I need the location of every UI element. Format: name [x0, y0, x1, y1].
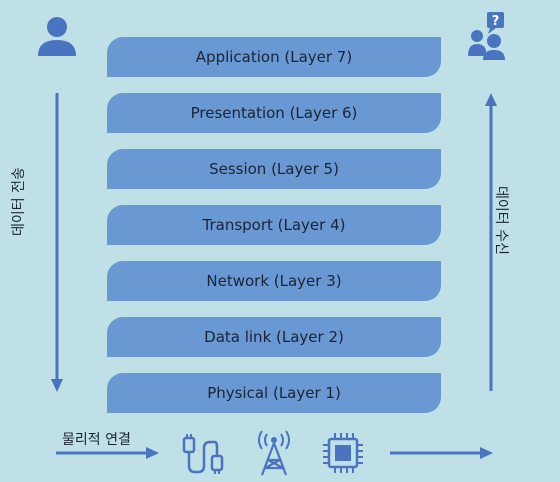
cable-icon — [182, 434, 224, 474]
layer-label: Network (Layer 3) — [206, 272, 342, 290]
layer-label: Transport (Layer 4) — [202, 216, 346, 234]
connection-arrow-right — [390, 447, 493, 459]
layer-label: Application (Layer 7) — [195, 48, 353, 66]
receive-up-arrow — [485, 93, 497, 391]
user-icon — [38, 17, 76, 56]
layer-physical: Physical (Layer 1) — [107, 373, 441, 413]
layer-application: Application (Layer 7) — [107, 37, 441, 77]
send-down-arrow — [51, 93, 63, 392]
receive-label: 데이터 수신 — [493, 186, 509, 255]
layer-presentation: Presentation (Layer 6) — [107, 93, 441, 133]
layer-transport: Transport (Layer 4) — [107, 205, 441, 245]
physical-connection-label: 물리적 연결 — [62, 432, 131, 448]
layer-data-link: Data link (Layer 2) — [107, 317, 441, 357]
layer-label: Physical (Layer 1) — [207, 384, 341, 402]
chip-icon — [323, 433, 363, 473]
send-label: 데이터 전송 — [11, 167, 27, 236]
question-badge: ? — [492, 14, 500, 29]
layer-network: Network (Layer 3) — [107, 261, 441, 301]
layer-session: Session (Layer 5) — [107, 149, 441, 189]
layer-label: Session (Layer 5) — [209, 160, 339, 178]
users-question-icon: ? — [468, 12, 505, 60]
antenna-tower-icon — [258, 430, 290, 476]
layer-label: Presentation (Layer 6) — [190, 104, 358, 122]
layer-label: Data link (Layer 2) — [204, 328, 344, 346]
connection-arrow-left — [56, 447, 159, 459]
